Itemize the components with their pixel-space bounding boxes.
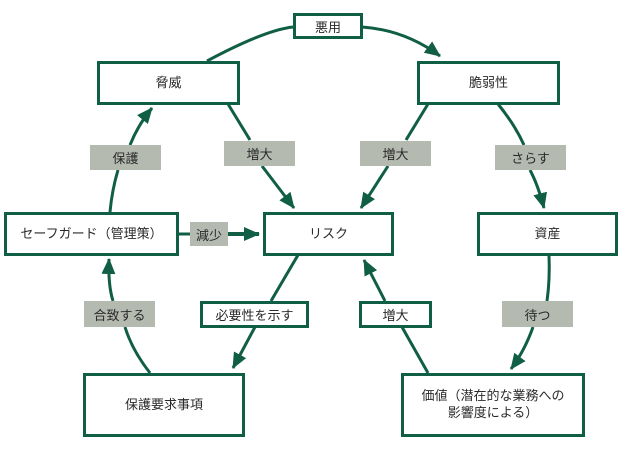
edge-threat-vulnerability [206,25,294,63]
edge-vulnerability-risk-top [404,103,430,141]
edge-threat-vulnerability-arrow [361,25,441,58]
edge-label-reduce: 減少 [190,222,228,246]
edge-threat-risk-top [226,103,252,141]
node-value-label-line1: 価値（潜在的な業務への [421,389,565,404]
edge-requirements-safeguard-bottom [123,326,152,374]
edge-label-increase-threat: 増大 [224,141,295,166]
node-value-label-line2: 影響度による） [447,406,539,421]
node-protection-requirements: 保護要求事項 [83,373,245,437]
edge-vulnerability-risk [359,165,390,209]
edge-label-expose: さらす [495,145,566,170]
edge-value-risk-bottom [400,326,430,374]
edge-vulnerability-asset [528,169,547,209]
edge-requirements-safeguard [101,258,116,302]
edge-asset-value-top [545,254,551,302]
node-protection-requirements-label: 保護要求事項 [124,397,203,413]
edge-threat-risk [260,165,296,209]
node-threat-label: 脅威 [155,75,182,91]
edge-risk-requirements [231,326,257,369]
node-safeguard-label: セーフガード（管理策） [20,226,163,242]
node-vulnerability: 脆弱性 [417,61,560,105]
node-value: 価値（潜在的な業務への 影響度による） [401,373,585,437]
node-risk-label: リスク [308,226,348,242]
edge-label-increase-vulnerability: 増大 [360,141,431,166]
node-safeguard: セーフガード（管理策） [4,212,179,256]
edge-value-risk [362,259,387,302]
edge-safeguard-threat-bottom [108,169,120,213]
edge-asset-value [509,326,535,370]
node-threat: 脅威 [97,61,240,105]
edge-label-have: 待つ [502,301,573,327]
edge-label-exploit: 悪用 [293,13,363,39]
edge-label-meet: 合致する [84,301,155,327]
node-asset-label: 資産 [534,226,561,242]
edge-label-indicate: 必要性を示す [200,301,309,328]
node-asset: 資産 [477,212,618,256]
edge-label-increase-value: 増大 [359,301,432,328]
edge-label-protect: 保護 [90,145,161,170]
edge-safeguard-threat [128,107,154,146]
node-vulnerability-label: 脆弱性 [468,75,508,91]
edge-vulnerability-asset-top [496,103,526,146]
node-risk: リスク [263,212,394,256]
edge-risk-requirements-top [269,254,300,302]
